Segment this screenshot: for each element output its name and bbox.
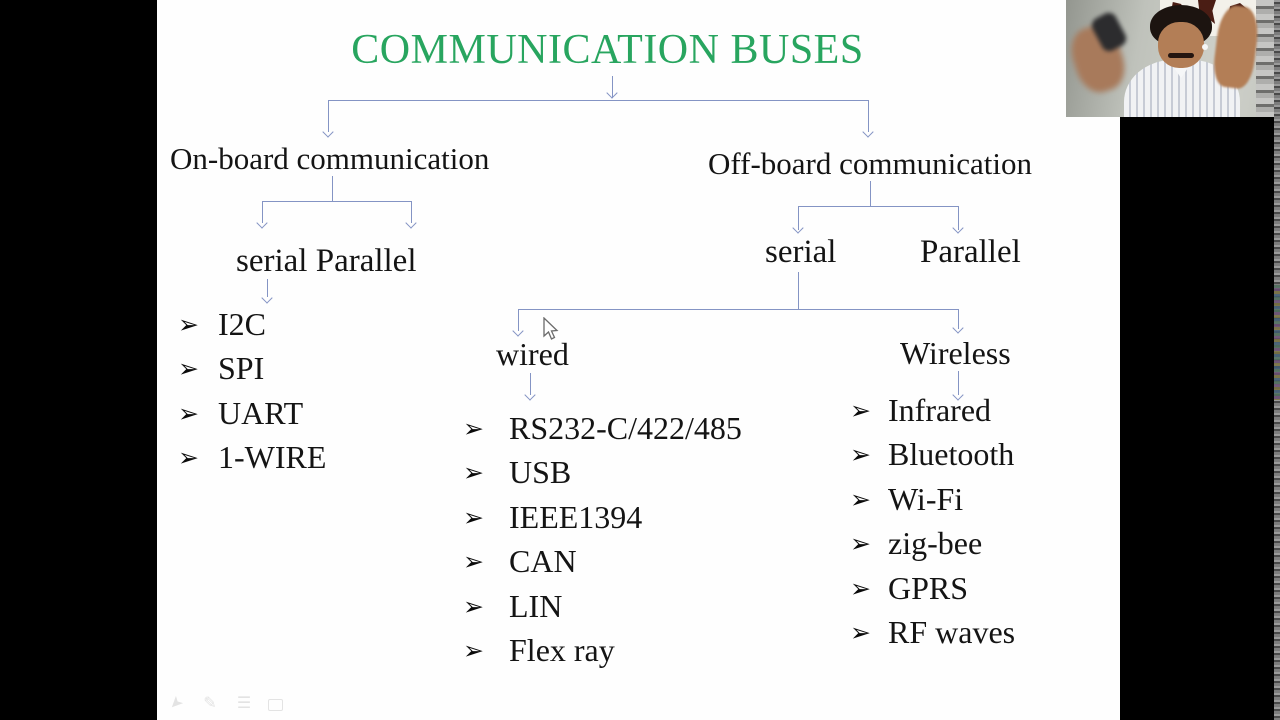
list-item-label: 1-WIRE bbox=[218, 439, 327, 476]
list-item: ➢ 1-WIRE bbox=[178, 436, 326, 481]
striped-object bbox=[1256, 0, 1274, 117]
connector-offboard-stem bbox=[870, 181, 871, 206]
connector-wired-list bbox=[530, 373, 531, 395]
list-item: ➢ zig-bee bbox=[850, 522, 1015, 567]
list-item: ➢ RF waves bbox=[850, 611, 1015, 656]
list-item: ➢ RS232-C/422/485 bbox=[463, 406, 742, 451]
connector-to-onboard bbox=[328, 100, 329, 132]
presenter-face bbox=[1158, 22, 1204, 68]
arrow-bullet-icon: ➢ bbox=[463, 502, 484, 532]
connector-onboard-bracket bbox=[262, 201, 411, 202]
list-item-label: RS232-C/422/485 bbox=[509, 409, 742, 446]
mouse-cursor-icon bbox=[543, 317, 559, 340]
list-item: ➢ GPRS bbox=[850, 566, 1015, 611]
list-item: ➢ Infrared bbox=[850, 388, 1015, 433]
connector-onboard-parallel bbox=[411, 201, 412, 223]
list-item: ➢ Bluetooth bbox=[850, 433, 1015, 478]
list-item-label: I2C bbox=[218, 305, 266, 342]
page-title: COMMUNICATION BUSES bbox=[351, 27, 864, 73]
list-item-label: Bluetooth bbox=[888, 436, 1015, 473]
connector-onboard-stem bbox=[332, 176, 333, 201]
list-item: ➢ Wi-Fi bbox=[850, 477, 1015, 522]
connector-root-stem bbox=[612, 76, 613, 98]
arrow-bullet-icon: ➢ bbox=[463, 591, 484, 621]
list-item-label: RF waves bbox=[888, 614, 1016, 651]
arrow-bullet-icon: ➢ bbox=[463, 413, 484, 443]
video-noise-color-strip bbox=[1274, 285, 1280, 400]
list-item-label: Infrared bbox=[888, 391, 992, 428]
connector-offboard-bracket bbox=[798, 206, 958, 207]
presenter-webcam-video bbox=[1066, 0, 1274, 117]
arrow-bullet-icon: ➢ bbox=[178, 354, 199, 384]
arrow-bullet-icon: ➢ bbox=[178, 309, 199, 339]
list-item: ➢ SPI bbox=[178, 347, 326, 392]
list-item-label: LIN bbox=[509, 587, 563, 624]
arrow-bullet-icon: ➢ bbox=[463, 636, 484, 666]
node-wireless: Wireless bbox=[900, 335, 1011, 371]
node-wired: wired bbox=[496, 336, 569, 372]
wired-list: ➢ RS232-C/422/485 ➢ USB ➢ IEEE1394 ➢ CAN ➢ LI… bbox=[463, 406, 742, 673]
connector-serial-stem bbox=[798, 272, 799, 309]
arrow-bullet-icon: ➢ bbox=[463, 547, 484, 577]
connector-wireless-list bbox=[958, 371, 959, 395]
list-item-label: SPI bbox=[218, 350, 265, 387]
arrow-bullet-icon: ➢ bbox=[850, 573, 871, 603]
node-offboard-parallel: Parallel bbox=[920, 234, 1021, 270]
list-item: ➢ Flex ray bbox=[463, 629, 742, 674]
arrow-bullet-icon: ➢ bbox=[850, 529, 871, 559]
list-item: ➢ I2C bbox=[178, 302, 326, 347]
arrow-bullet-icon: ➢ bbox=[850, 395, 871, 425]
list-item: ➢ USB bbox=[463, 451, 742, 496]
pointer-arrow-icon[interactable]: ➤ bbox=[164, 691, 188, 715]
list-item-label: zig-bee bbox=[888, 525, 983, 562]
list-item: ➢ LIN bbox=[463, 584, 742, 629]
arrow-bullet-icon: ➢ bbox=[463, 458, 484, 488]
earphone-icon bbox=[1202, 44, 1208, 50]
arrow-bullet-icon: ➢ bbox=[850, 440, 871, 470]
node-offboard-serial: serial bbox=[765, 234, 837, 270]
presenter-toolbar: ➤ ✎ ☰ bbox=[165, 692, 283, 715]
onboard-serial-list: ➢ I2C ➢ SPI ➢ UART ➢ 1-WIRE bbox=[178, 302, 326, 480]
slide-menu-icon[interactable]: ☰ bbox=[236, 693, 252, 712]
connector-offboard-parallel bbox=[958, 206, 959, 230]
list-item: ➢ CAN bbox=[463, 540, 742, 585]
list-item: ➢ IEEE1394 bbox=[463, 495, 742, 540]
list-item-label: CAN bbox=[509, 543, 577, 580]
node-onboard-communication: On-board communication bbox=[170, 141, 490, 176]
list-item-label: Wi-Fi bbox=[888, 480, 964, 517]
list-item-label: UART bbox=[218, 394, 304, 431]
arrow-bullet-icon: ➢ bbox=[850, 484, 871, 514]
connector-onboard-serial bbox=[262, 201, 263, 223]
connector-top-bracket bbox=[328, 100, 868, 101]
connector-onboard-serial-list bbox=[267, 279, 268, 297]
connector-to-offboard bbox=[868, 100, 869, 132]
connector-to-wired bbox=[518, 309, 519, 331]
list-item-label: IEEE1394 bbox=[509, 498, 643, 535]
node-offboard-communication: Off-board communication bbox=[708, 146, 1032, 181]
list-item-label: GPRS bbox=[888, 569, 969, 606]
node-onboard-serial-parallel: serial Parallel bbox=[236, 243, 417, 279]
list-item-label: USB bbox=[509, 454, 572, 491]
connector-wired-wireless-bracket bbox=[518, 309, 958, 310]
connector-to-wireless bbox=[958, 309, 959, 329]
list-item: ➢ UART bbox=[178, 391, 326, 436]
slide-canvas bbox=[157, 0, 1120, 720]
presenter-mustache bbox=[1168, 53, 1194, 58]
wireless-list: ➢ Infrared ➢ Bluetooth ➢ Wi-Fi ➢ zig-bee ➢ GP… bbox=[850, 388, 1015, 655]
arrow-bullet-icon: ➢ bbox=[178, 398, 199, 428]
list-item-label: Flex ray bbox=[509, 632, 615, 669]
comment-icon[interactable] bbox=[268, 699, 283, 711]
connector-offboard-serial bbox=[798, 206, 799, 230]
pen-icon[interactable]: ✎ bbox=[203, 693, 217, 712]
arrow-bullet-icon: ➢ bbox=[850, 618, 871, 648]
arrow-bullet-icon: ➢ bbox=[178, 443, 199, 473]
